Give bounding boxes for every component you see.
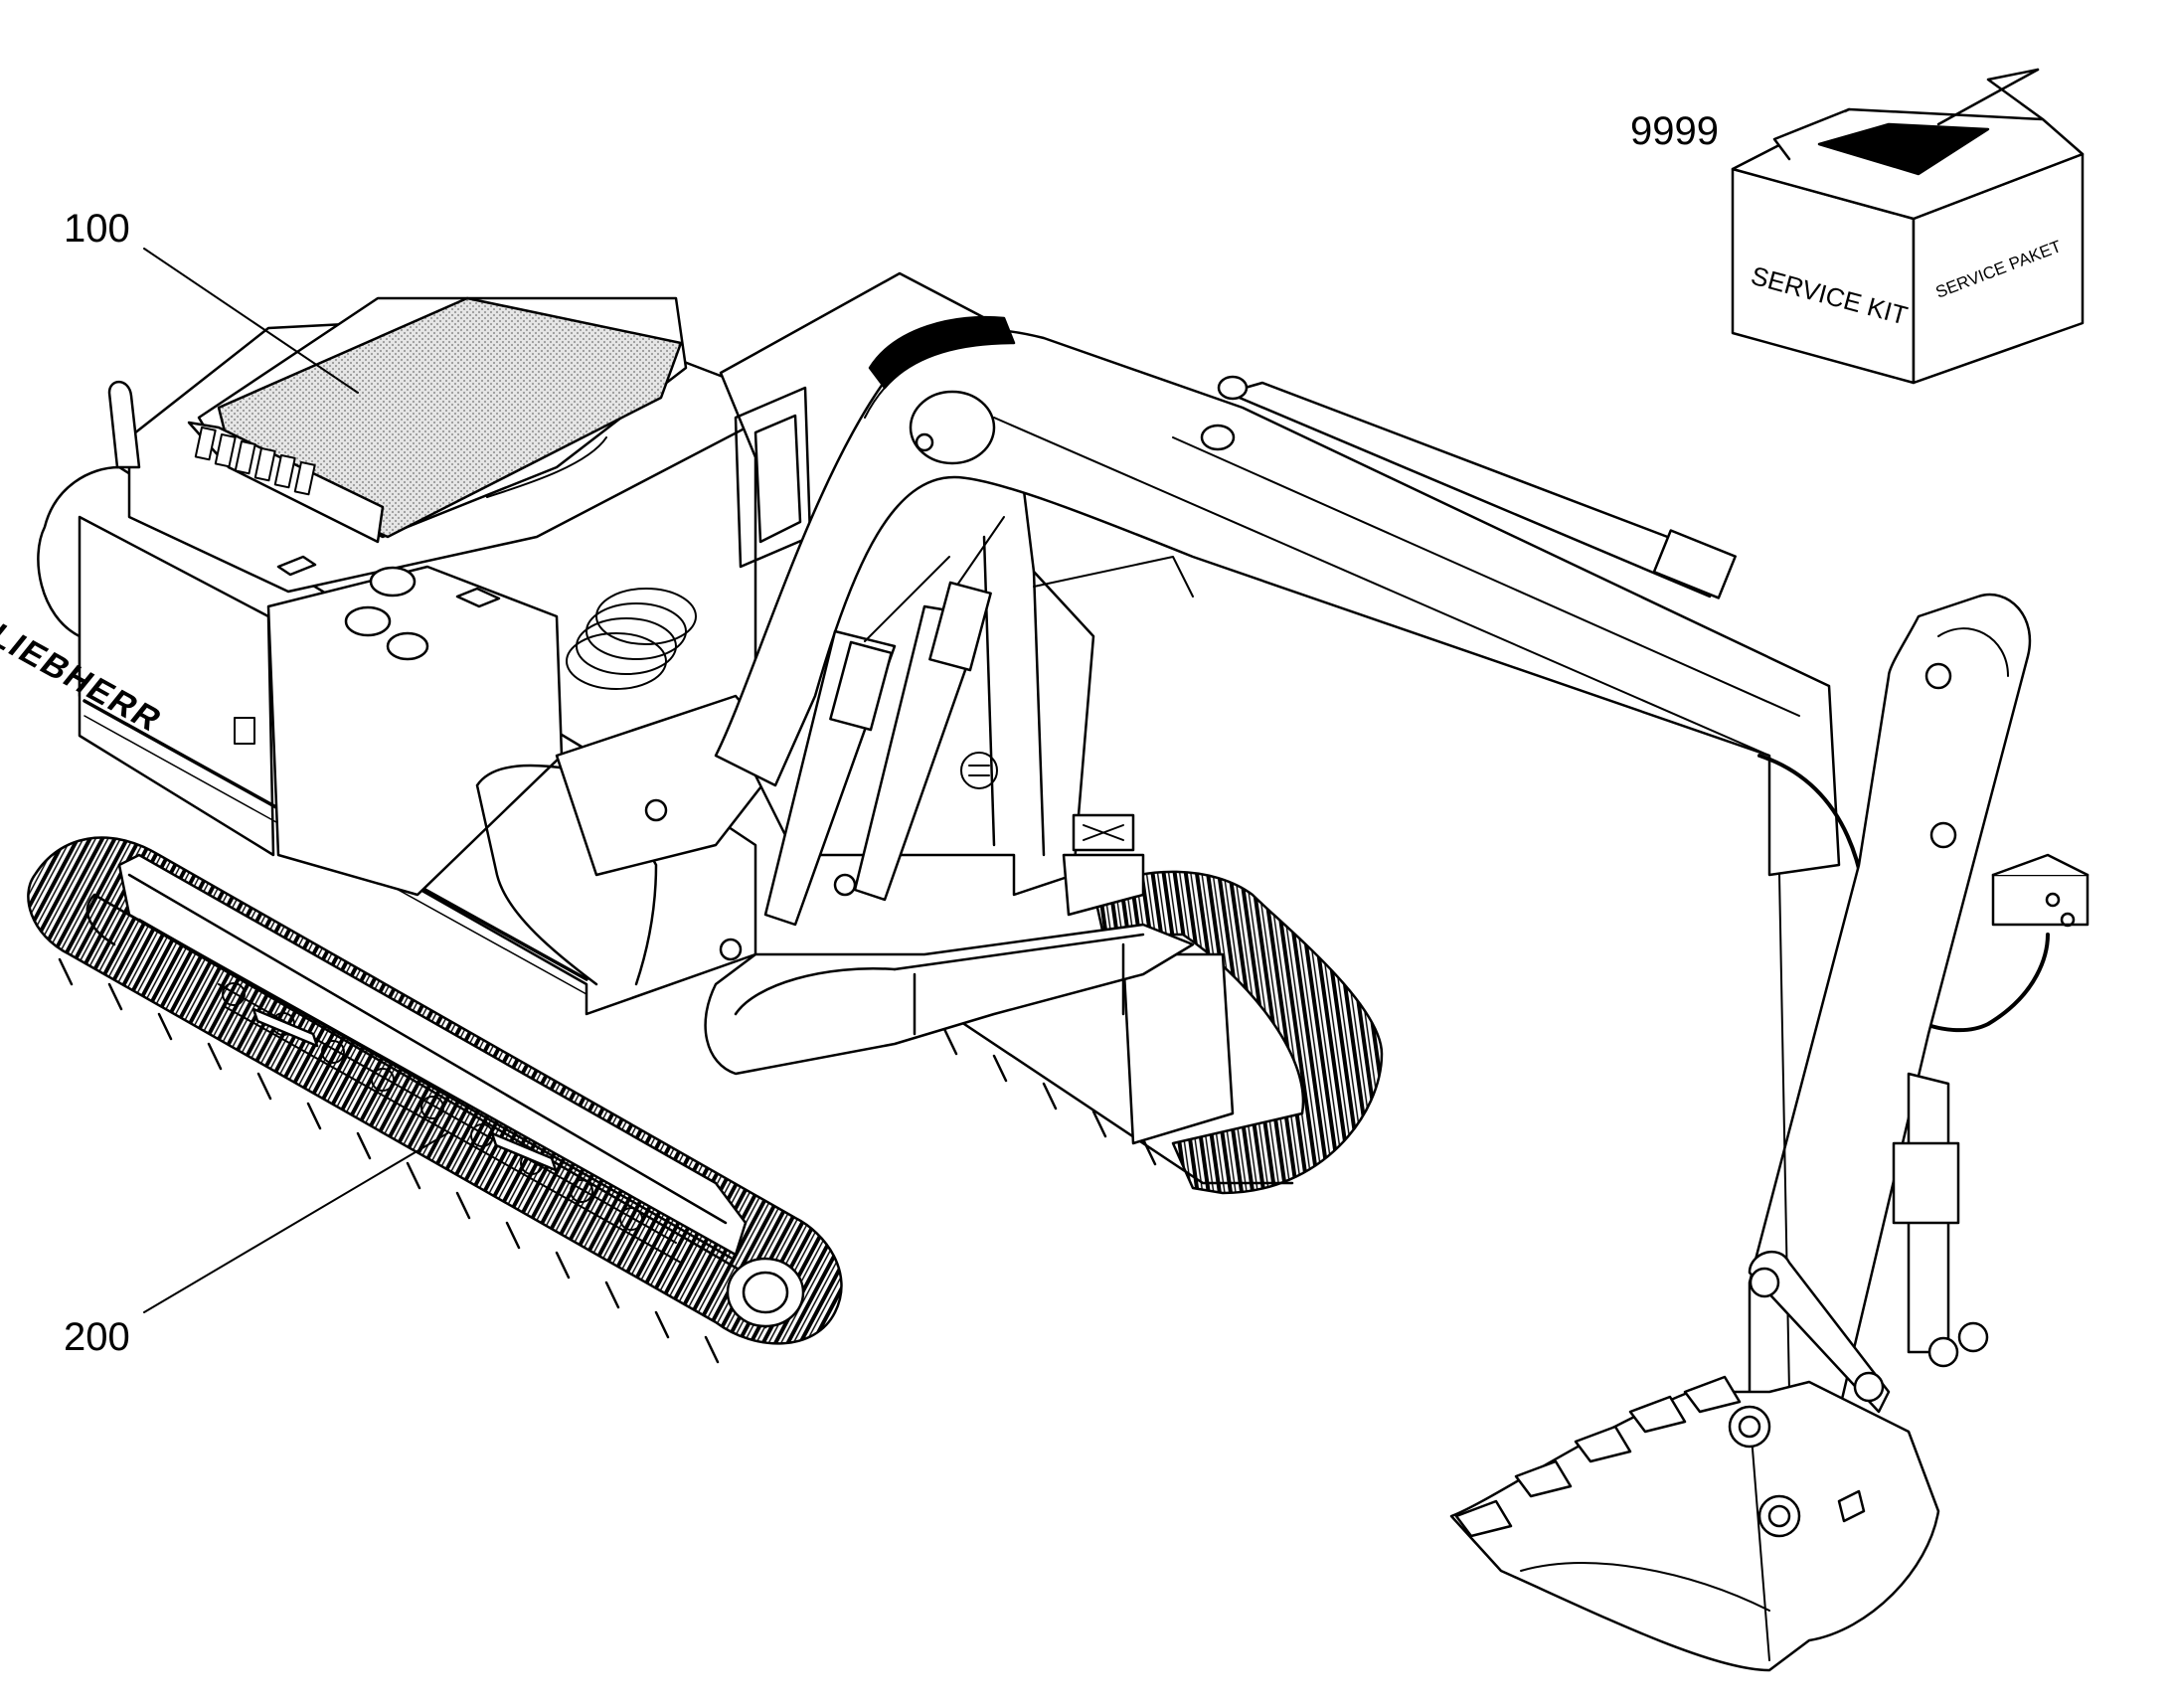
car-body: [704, 923, 1195, 1076]
callout-label-100[interactable]: 100: [64, 207, 130, 251]
service-kit-box: SERVICE KIT SERVICE PAKET: [1731, 68, 2085, 385]
leader-line-100[interactable]: [143, 248, 359, 394]
arm-cylinder: [1200, 375, 1737, 599]
callout-label-9999[interactable]: 9999: [1630, 109, 1719, 153]
right-crawler-track: [932, 870, 1384, 1195]
bucket: [1449, 1375, 1940, 1672]
leader-lines[interactable]: [143, 248, 448, 1313]
left-crawler-track: [27, 836, 843, 1364]
leader-line-200[interactable]: [143, 1132, 448, 1313]
stick-arm: [1748, 593, 2089, 1414]
boom: [644, 315, 2050, 1033]
callout-label-200[interactable]: 200: [64, 1315, 130, 1359]
